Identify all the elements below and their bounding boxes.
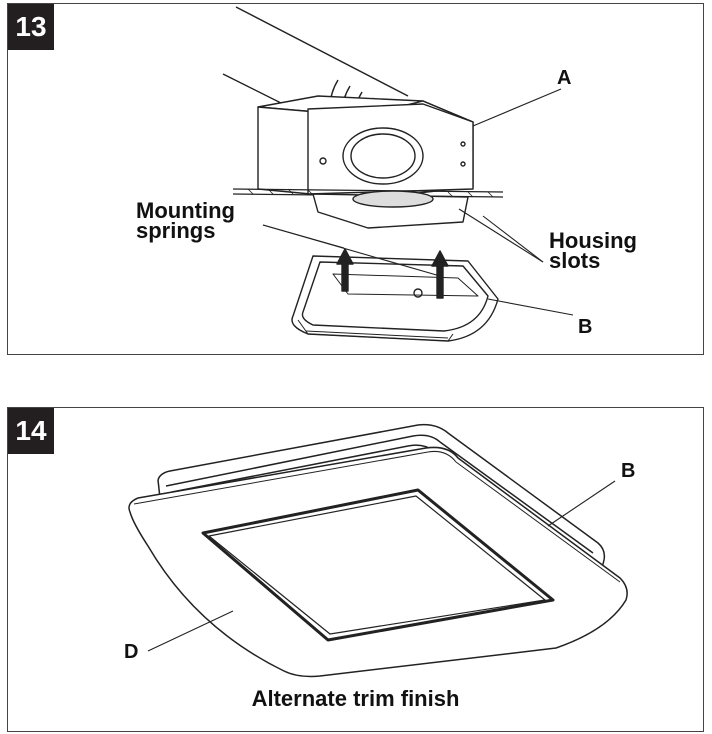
grille-frame bbox=[291, 255, 499, 342]
step-13-illustration bbox=[222, 6, 574, 342]
label-b: B bbox=[578, 316, 593, 338]
label-mounting-springs-line2: springs bbox=[136, 218, 216, 243]
step-14-panel: 14 B D Alternate trim finish bbox=[7, 407, 704, 732]
step-14-illustration bbox=[128, 423, 628, 678]
step-13-number: 13 bbox=[8, 4, 54, 50]
step-14-number: 14 bbox=[8, 408, 54, 454]
leader-lines-14 bbox=[147, 480, 616, 652]
step-13-panel: 13 bbox=[7, 3, 704, 355]
label-mounting-springs-line1: Mounting bbox=[136, 198, 235, 223]
label-d: D bbox=[124, 641, 139, 663]
label-b-14: B bbox=[621, 460, 636, 482]
spring-arrows bbox=[336, 248, 449, 299]
leader-lines bbox=[262, 88, 574, 316]
label-housing-slots-line2: slots bbox=[549, 248, 601, 273]
fan-housing bbox=[257, 95, 474, 200]
trim-d bbox=[128, 446, 628, 678]
label-housing-slots-line1: Housing bbox=[549, 228, 637, 253]
label-a: A bbox=[557, 67, 572, 89]
caption-alternate-trim: Alternate trim finish bbox=[251, 686, 460, 711]
